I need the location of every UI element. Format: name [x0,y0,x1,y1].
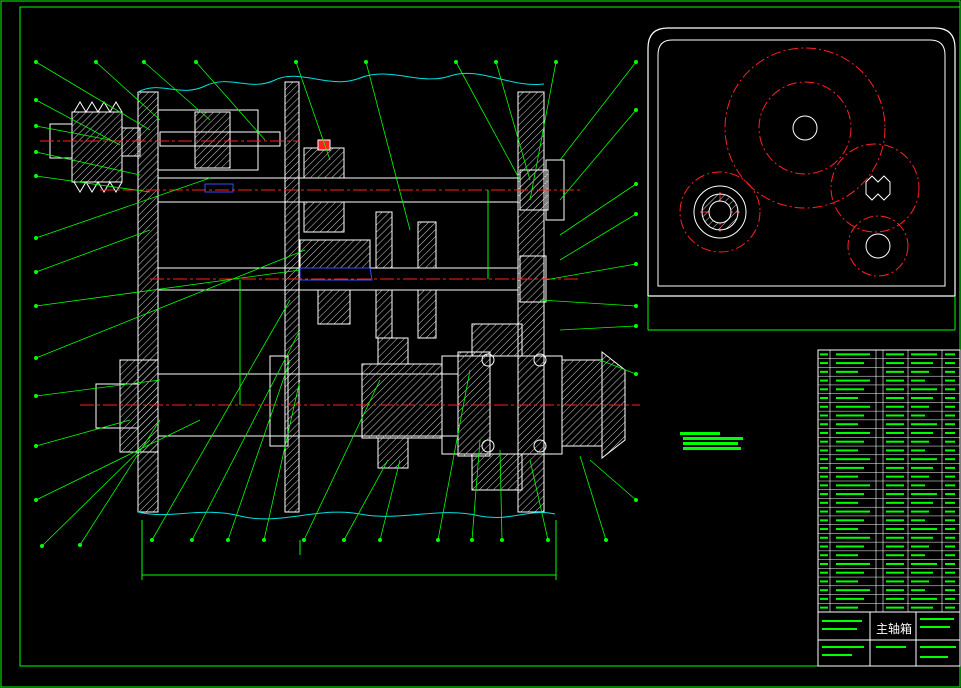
spindle-assembly [95,323,626,491]
small-circle-icon [634,181,639,186]
small-circle-icon [453,60,458,65]
small-circle-icon [34,393,39,398]
title-block[interactable]: 主轴箱 [817,349,961,667]
small-circle-icon [34,443,39,448]
small-circle-icon [301,538,306,543]
small-circle-icon [546,538,551,543]
small-circle-icon [634,303,639,308]
bottom-break-line [137,511,556,520]
axis-center-lines [40,140,640,406]
small-circle-icon [34,149,39,154]
small-circle-icon [225,538,230,543]
middle-partition [284,81,300,513]
parts-list-text [820,353,955,609]
small-circle-icon [34,355,39,360]
small-circle-icon [34,173,39,178]
parts-list-columns [829,350,943,612]
gearbox-inner-outline [657,39,946,287]
small-circle-icon [34,497,39,502]
small-circle-icon [341,538,346,543]
small-circle-icon [34,124,39,129]
small-circle-icon [554,60,559,65]
title-block-fields [822,618,956,658]
small-circle-icon [499,538,504,543]
gear-pitch-circles [679,47,920,277]
small-circle-icon [435,538,440,543]
small-circle-icon [141,60,146,65]
small-circle-icon [604,538,609,543]
small-circle-icon [34,303,39,308]
small-circle-icon [377,538,382,543]
drawing-title: 主轴箱 [876,621,912,636]
technical-notes [680,432,743,450]
inner-frame [19,6,961,667]
small-circle-icon [193,60,198,65]
small-circle-icon [34,269,39,274]
small-circle-icon [78,543,83,548]
small-circle-icon [189,538,194,543]
small-circle-icon [149,538,154,543]
small-circle-icon [634,323,639,328]
small-circle-icon [634,261,639,266]
small-circle-icon [634,497,639,502]
small-circle-icon [34,235,39,240]
small-circle-icon [634,108,639,113]
shaft-three [157,211,547,339]
small-circle-icon [40,544,45,549]
small-circle-icon [34,60,39,65]
leader-lines [34,60,639,549]
dimension-lines [141,190,557,580]
small-circle-icon [34,98,39,103]
small-circle-icon [634,60,639,65]
small-circle-icon [469,538,474,543]
small-circle-icon [293,60,298,65]
small-circle-icon [493,60,498,65]
small-circle-icon [261,538,266,543]
small-circle-icon [94,60,99,65]
top-break-line [137,72,545,93]
gear-bores [693,115,891,259]
small-circle-icon [363,60,368,65]
gearbox-outline [647,27,956,297]
main-section-view[interactable] [34,60,640,580]
parts-list-rows [818,358,960,604]
small-circle-icon [634,371,639,376]
gear-layout-view[interactable] [647,27,956,331]
small-circle-icon [634,211,639,216]
